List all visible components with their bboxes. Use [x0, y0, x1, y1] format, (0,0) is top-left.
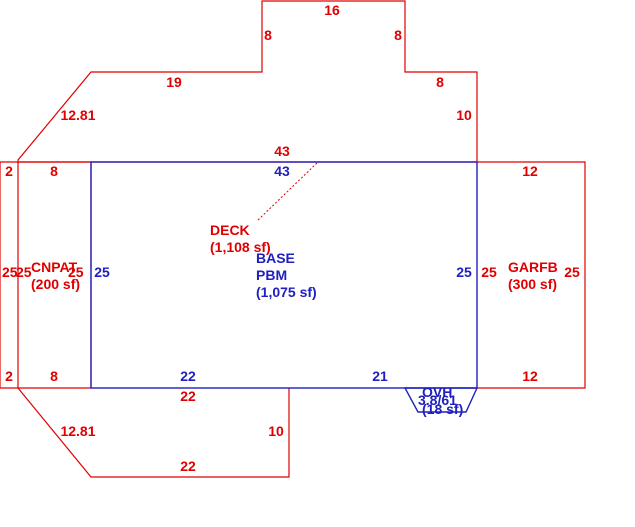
area-label-base-name: BASE: [256, 250, 295, 266]
area-label-base-size: (1,075 sf): [256, 284, 317, 300]
deck-diagonal-connector: [257, 161, 319, 221]
dim-label: 25: [2, 264, 18, 280]
dim-label: 25: [16, 264, 32, 280]
dim-label: 12.81: [60, 423, 95, 439]
deck-outline: [17, 0, 478, 163]
dim-label: 2: [5, 368, 13, 384]
dim-label: 10: [456, 107, 472, 123]
dim-label: 21: [372, 368, 388, 384]
dim-label: 22: [180, 388, 196, 404]
area-label-cnpat-size: (200 sf): [31, 276, 80, 292]
dim-label: 43: [274, 163, 290, 179]
dim-label: 25: [68, 264, 84, 280]
area-label-ovh-size: (18 sf): [422, 401, 463, 417]
area-label-cnpat-name: CNPAT: [31, 259, 78, 275]
base-outline: [90, 161, 478, 389]
dim-label: 25: [564, 264, 580, 280]
dim-label: 8: [436, 74, 444, 90]
dim-label: 8: [264, 27, 272, 43]
dim-label: 19: [166, 74, 182, 90]
deck-lower-outline: [17, 387, 290, 478]
dim-label: 12.81: [60, 107, 95, 123]
dim-label: 43: [274, 143, 290, 159]
dim-label: 16: [324, 2, 340, 18]
dim-label: 12: [522, 368, 538, 384]
dim-label: 2: [5, 163, 13, 179]
dim-label: 25: [456, 264, 472, 280]
dim-label: 12: [522, 163, 538, 179]
area-label-ovh-dims: 3.8/61: [418, 392, 457, 408]
dim-label: 10: [268, 423, 284, 439]
dim-label: 25: [481, 264, 497, 280]
area-label-garfb-name: GARFB: [508, 259, 558, 275]
area-label-deck-size: (1,108 sf): [210, 239, 271, 255]
dim-label: 8: [394, 27, 402, 43]
dim-label: 25: [94, 264, 110, 280]
area-label-garfb-size: (300 sf): [508, 276, 557, 292]
ovh-outline: [403, 387, 479, 413]
dim-label: 8: [50, 163, 58, 179]
garfb-outline: [477, 161, 586, 389]
area-label-base-name2: PBM: [256, 267, 287, 283]
area-label-deck-name: DECK: [210, 222, 250, 238]
area-label-ovh-name: OVH: [422, 384, 452, 400]
dim-label: 8: [50, 368, 58, 384]
dim-label: 22: [180, 458, 196, 474]
dim-label: 22: [180, 368, 196, 384]
